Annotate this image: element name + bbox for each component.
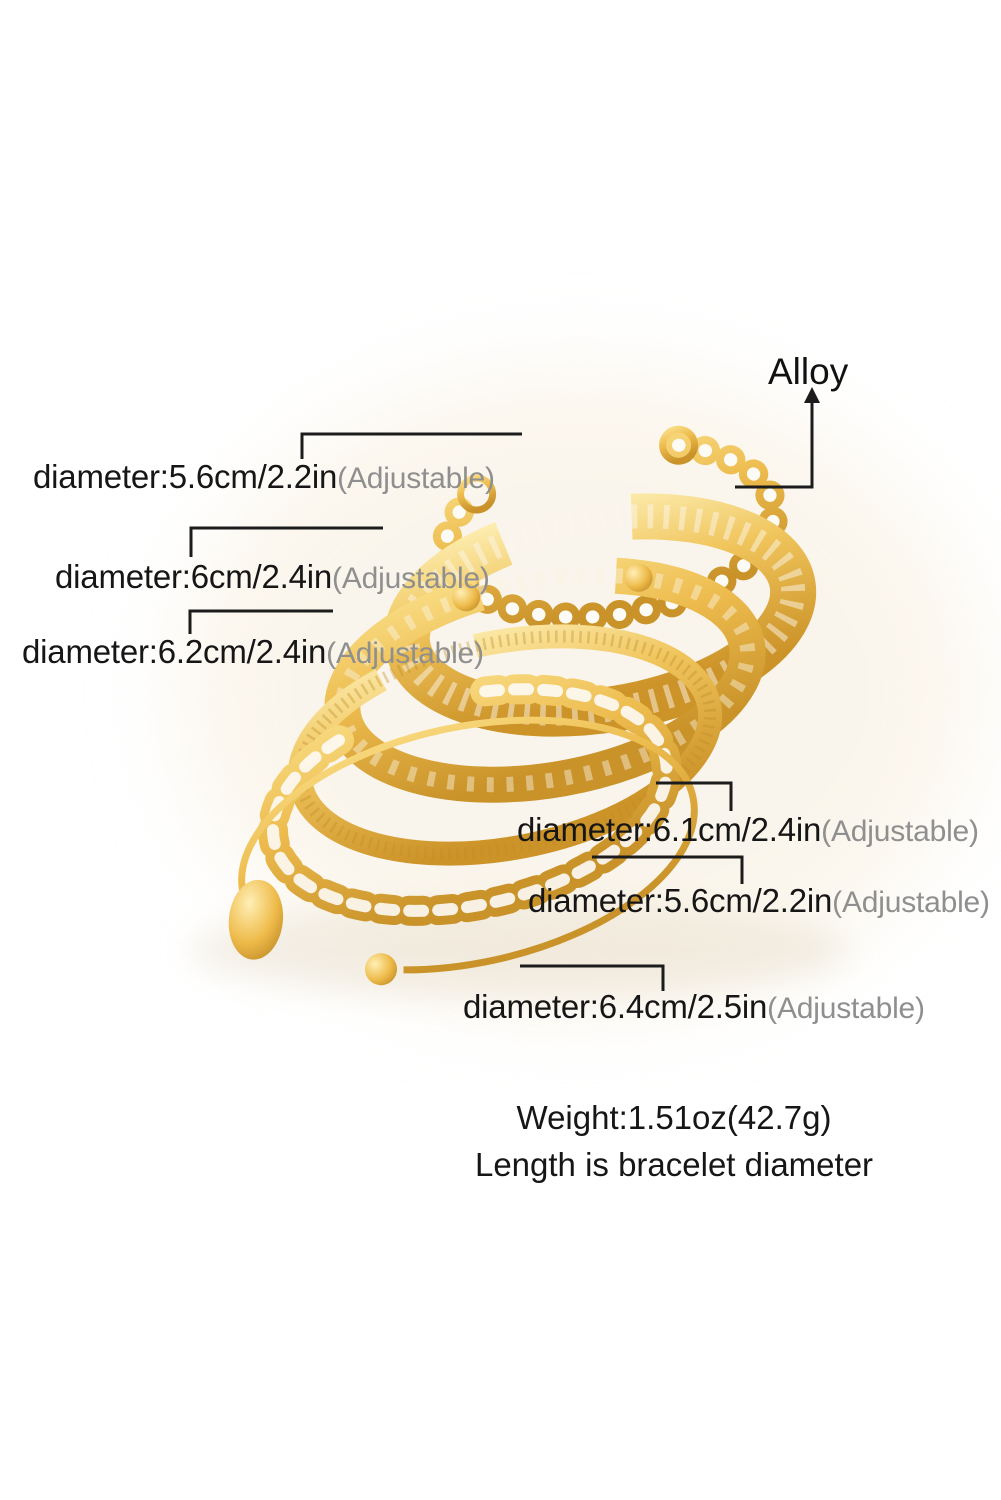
callout-line-1 [300, 432, 522, 459]
measurement-text: diameter:6.2cm/2.4in [22, 633, 327, 670]
measurement-text: diameter:5.6cm/2.2in [33, 458, 338, 495]
measurement-text: diameter:5.6cm/2.2in [528, 882, 833, 919]
footer-notes: Weight:1.51oz(42.7g) Length is bracelet … [394, 1095, 954, 1189]
bracelet-wire-cuff [228, 716, 698, 986]
material-label: Alloy [768, 351, 849, 392]
adjustable-note: (Adjustable) [337, 462, 495, 495]
diameter-label-1: diameter:5.6cm/2.2in(Adjustable) [33, 458, 495, 495]
adjustable-note: (Adjustable) [821, 815, 979, 848]
weight-text: Weight:1.51oz(42.7g) [516, 1099, 832, 1136]
adjustable-note: (Adjustable) [832, 886, 990, 919]
alloy-arrow [735, 401, 814, 489]
callout-line-3 [188, 609, 333, 634]
bracelet-chain-bangle [258, 674, 682, 926]
measurement-text: diameter:6.1cm/2.4in [517, 811, 822, 848]
diameter-label-4: diameter:6.1cm/2.4in(Adjustable) [517, 811, 979, 848]
length-note-text: Length is bracelet diameter [474, 1145, 874, 1183]
adjustable-note: (Adjustable) [767, 992, 925, 1025]
diameter-label-2: diameter:6cm/2.4in(Adjustable) [55, 558, 490, 595]
adjustable-note: (Adjustable) [332, 562, 490, 595]
stack-shadow [190, 902, 850, 998]
callout-line-5 [592, 855, 744, 884]
callout-line-6 [520, 964, 665, 991]
diameter-label-3: diameter:6.2cm/2.4in(Adjustable) [22, 633, 484, 670]
measurement-text: diameter:6cm/2.4in [55, 558, 333, 595]
diameter-label-6: diameter:6.4cm/2.5in(Adjustable) [463, 988, 925, 1025]
alloy-arrowhead-icon [804, 387, 820, 403]
callout-line-2 [189, 526, 383, 557]
measurement-text: diameter:6.4cm/2.5in [463, 988, 768, 1025]
adjustable-note: (Adjustable) [326, 637, 484, 670]
callout-line-4 [656, 781, 733, 811]
diameter-label-5: diameter:5.6cm/2.2in(Adjustable) [528, 882, 990, 919]
